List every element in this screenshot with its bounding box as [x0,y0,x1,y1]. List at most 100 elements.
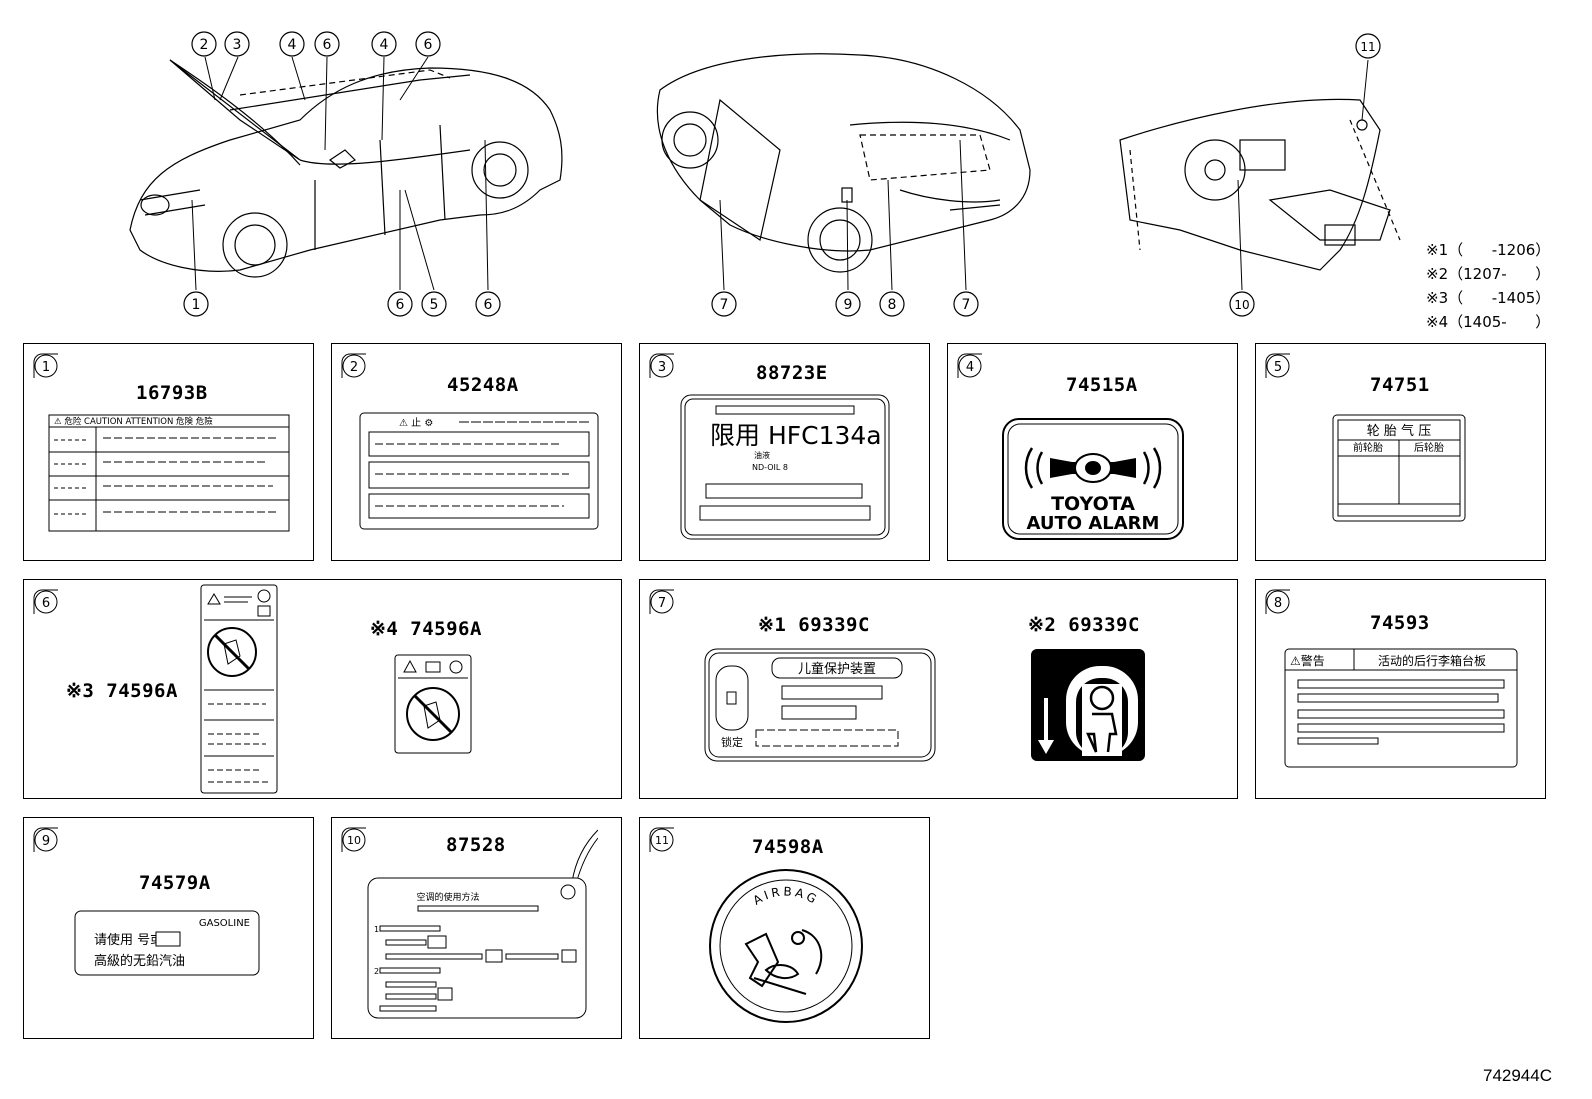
svg-text:1: 1 [42,360,50,375]
svg-text:10: 10 [1234,298,1249,312]
svg-text:⚠ 危险 CAUTION ATTENTION 危険: ⚠ 危险 CAUTION ATTENTION 危険 危險 [54,416,213,427]
svg-text:GASOLINE: GASOLINE [199,918,250,929]
svg-text:2: 2 [350,360,358,375]
vehicle-overview-illustration [129,53,1401,291]
panel-number-badge: 2 [341,353,366,378]
svg-text:9: 9 [844,297,853,313]
panel-number-badge: 1 [33,353,58,378]
panel-number-badge: 3 [649,353,674,378]
panel-11: 11 74598A AIRBAG [639,817,930,1039]
part-number: 88723E [756,362,828,384]
svg-text:轮 胎 气 压: 轮 胎 气 压 [1367,423,1431,439]
airbag-sticker: AIRBAG [709,869,863,1023]
part-number-b: ※4 74596A [370,618,482,640]
svg-text:3: 3 [658,360,666,375]
svg-text:10: 10 [347,834,361,847]
svg-text:11: 11 [1360,40,1375,54]
panel-number-badge: 9 [33,827,58,852]
svg-text:7: 7 [658,596,666,611]
svg-text:限用 HFC134a: 限用 HFC134a [710,421,882,450]
panel-4: 4 74515A TOYOTA AUTO ALARM [947,343,1238,561]
airbag-warning-label-tall [200,584,278,794]
svg-text:4: 4 [966,360,974,375]
panel-9: 9 74579A GASOLINE 请使用 号或更 高級的无鉛汽油 [23,817,314,1039]
svg-text:前轮胎: 前轮胎 [1353,441,1383,454]
svg-text:ND-OIL 8: ND-OIL 8 [752,463,788,472]
svg-text:9: 9 [42,834,50,849]
svg-text:2: 2 [374,967,379,976]
callout-7: 7 [711,291,737,317]
air-conditioner-instruction-tag: 空调的使用方法 1 2 [367,829,598,1019]
svg-text:8: 8 [1274,596,1282,611]
svg-text:后轮胎: 后轮胎 [1414,441,1444,454]
panel-2: 2 45248A ⚠ 止 ⚙ [331,343,622,561]
panel-6: 6 ※3 74596A ※4 74596A [23,579,622,799]
svg-text:AUTO ALARM: AUTO ALARM [1027,513,1160,534]
panel-number-badge: 8 [1265,589,1290,614]
airbag-warning-label-small [394,654,472,754]
dashboard-drawing [1119,98,1401,271]
caution-label: ⚠ 危险 CAUTION ATTENTION 危険 危險 [48,414,290,532]
callout-4: 4 [279,31,305,57]
legend-item-3: ※3（ -1405） [1426,289,1551,307]
callout-10: 10 [1229,291,1255,317]
panel-10: 10 87528 空调的使用方法 1 2 [331,817,622,1039]
svg-text:6: 6 [396,297,405,313]
front-car-drawing [129,59,563,278]
part-number: 74515A [1066,374,1138,396]
callout-11: 11 [1355,33,1381,59]
panel-number-badge: 7 [649,589,674,614]
part-number-a: ※3 74596A [66,680,178,702]
panel-number-badge: 4 [957,353,982,378]
svg-text:2: 2 [200,37,209,53]
part-number-a: ※1 69339C [758,614,870,636]
panel-3: 3 88723E 限用 HFC134a 油液 ND-OIL 8 [639,343,930,561]
svg-text:7: 7 [962,297,971,313]
callout-6: 6 [387,291,413,317]
svg-text:⚠警告: ⚠警告 [1290,653,1325,668]
child-lock-label: 儿童保护装置 锁定 [704,648,936,762]
panel-number-badge: 11 [649,827,674,852]
svg-text:1: 1 [374,925,379,934]
callout-6: 6 [415,31,441,57]
callout-4: 4 [371,31,397,57]
part-number: 45248A [447,374,519,396]
svg-text:7: 7 [720,297,729,313]
svg-text:3: 3 [233,37,242,53]
svg-text:高級的无鉛汽油: 高級的无鉛汽油 [94,953,185,969]
rear-car-drawing [656,53,1031,273]
engine-label: ⚠ 止 ⚙ [359,412,599,530]
callout-7: 7 [953,291,979,317]
svg-text:空调的使用方法: 空调的使用方法 [416,891,479,903]
part-number-b: ※2 69339C [1028,614,1140,636]
part-number: 16793B [136,382,208,404]
svg-text:TOYOTA: TOYOTA [1051,493,1135,515]
fuel-label: GASOLINE 请使用 号或更 高級的无鉛汽油 [74,910,260,976]
part-number: 74593 [1370,612,1430,634]
luggage-board-warning-label: ⚠警告 活动的后行李箱台板 [1284,648,1518,768]
callout-1: 1 [183,291,209,317]
svg-text:6: 6 [424,37,433,53]
child-lock-pictogram [1031,649,1145,761]
svg-text:5: 5 [430,297,439,313]
panel-7: 7 ※1 69339C ※2 69339C 儿童保护装置 锁定 [639,579,1238,799]
svg-text:5: 5 [1274,360,1282,375]
refrigerant-label: 限用 HFC134a 油液 ND-OIL 8 [680,394,890,540]
callout-9: 9 [835,291,861,317]
svg-text:儿童保护装置: 儿童保护装置 [798,661,876,677]
svg-text:锁定: 锁定 [721,735,743,749]
panel-8: 8 74593 ⚠警告 活动的后行李箱台板 [1255,579,1546,799]
part-number: 74751 [1370,374,1430,396]
panel-1: 1 16793B ⚠ 危险 CAUTION ATTENTION 危険 危險 [23,343,314,561]
part-number: 87528 [446,834,506,856]
callout-8: 8 [879,291,905,317]
panel-5: 5 74751 轮 胎 气 压 前轮胎 后轮胎 [1255,343,1546,561]
callout-3: 3 [224,31,250,57]
svg-text:11: 11 [655,834,669,847]
production-date-legend: ※1（ -1206） ※2（1207- ） ※3（ -1405） ※4（1405… [1426,238,1550,334]
svg-text:4: 4 [288,37,297,53]
svg-text:6: 6 [484,297,493,313]
panel-number-badge: 6 [33,589,58,614]
legend-item-1: ※1（ -1206） [1426,241,1551,259]
svg-text:⚠ 止 ⚙: ⚠ 止 ⚙ [399,417,433,429]
